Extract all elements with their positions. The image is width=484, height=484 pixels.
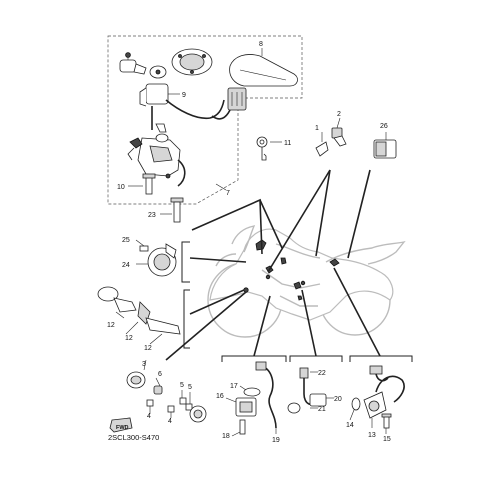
svg-text:12: 12: [107, 322, 115, 329]
svg-text:16: 16: [216, 393, 224, 400]
part-26-relay: 26: [373, 123, 397, 159]
bottom-right-bracket-2: [333, 267, 413, 362]
svg-text:3: 3: [142, 361, 146, 368]
switch-pointer: [189, 289, 245, 315]
part-15-bolt: 15: [381, 413, 392, 443]
svg-text:5: 5: [188, 384, 192, 391]
diagram-code: 2SCL300-S470: [108, 433, 159, 442]
part-5-bolts: 5 5: [179, 382, 193, 411]
part-12-switches: 12 12 12: [97, 286, 190, 352]
part-6-grommet: 6: [153, 371, 163, 395]
svg-text:19: 19: [272, 437, 280, 444]
fwd-arrow-badge: FWD: [109, 417, 133, 433]
svg-text:7: 7: [226, 190, 230, 197]
svg-text:22: 22: [318, 370, 326, 377]
svg-text:9: 9: [182, 92, 186, 99]
part-21-oring: 21: [287, 402, 326, 414]
svg-text:21: 21: [318, 406, 326, 413]
part-10-bolt: 10: [117, 173, 156, 195]
motorcycle-silhouette: [207, 225, 406, 338]
svg-text:14: 14: [346, 422, 354, 429]
disc-plate: [189, 405, 207, 423]
svg-text:4: 4: [168, 418, 172, 425]
part-7-callout: 7: [215, 183, 230, 197]
part-14-washer: 14: [346, 397, 361, 429]
svg-text:12: 12: [144, 345, 152, 352]
lower-left-pointer: [165, 291, 247, 361]
part-2-sensor: 2: [331, 111, 347, 147]
part-17-oring: 17: [230, 383, 261, 397]
svg-text:11: 11: [284, 140, 291, 147]
upper-pointer-lines: [191, 169, 371, 273]
svg-text:25: 25: [122, 237, 130, 244]
svg-text:8: 8: [259, 41, 263, 48]
horn-pointer: [189, 257, 247, 263]
svg-text:FWD: FWD: [116, 425, 129, 431]
svg-text:10: 10: [117, 184, 125, 191]
bottom-center-bracket: [221, 295, 287, 362]
part-11-key: 11: [256, 136, 291, 161]
part-16-wire: [255, 361, 277, 429]
part-1-sensor: 1: [315, 125, 329, 157]
svg-text:12: 12: [125, 335, 133, 342]
svg-text:17: 17: [230, 383, 238, 390]
lock-key: [149, 65, 167, 79]
part-9-main-switch: 9: [139, 83, 225, 130]
seat-lock: [119, 52, 147, 75]
svg-text:24: 24: [122, 262, 130, 269]
svg-text:13: 13: [368, 432, 376, 439]
part-23-bolt: 23: [148, 197, 184, 223]
part-16-sensor: 16: [216, 393, 257, 417]
svg-text:23: 23: [148, 212, 156, 219]
handlebar-switch-assembly: [127, 123, 186, 187]
svg-text:26: 26: [380, 123, 388, 130]
svg-text:5: 5: [180, 382, 184, 389]
part-24-horn: 24: [122, 241, 190, 283]
bottom-right-bracket-1: [289, 289, 343, 362]
part-8-cover: 8: [229, 41, 298, 87]
svg-text:20: 20: [334, 396, 342, 403]
part-3-cap: 3: [126, 359, 147, 389]
svg-text:4: 4: [147, 413, 151, 420]
part-25-bolt: 25: [122, 237, 149, 252]
part-20-sensor: 20: [309, 393, 342, 407]
svg-text:2: 2: [337, 111, 341, 118]
svg-text:6: 6: [158, 371, 162, 378]
svg-text:18: 18: [222, 433, 230, 440]
svg-text:1: 1: [315, 125, 319, 132]
part-19-callout: 19: [272, 428, 280, 444]
wire-connector: [211, 87, 247, 120]
main-switch-group-box: [107, 35, 303, 205]
svg-text:15: 15: [383, 436, 391, 443]
part-18-bolt: 18: [222, 419, 246, 440]
part-13-sensor: 13: [363, 365, 405, 439]
part-4-bolts: 4 4: [146, 399, 175, 425]
fuel-cap-ring: [171, 48, 213, 76]
